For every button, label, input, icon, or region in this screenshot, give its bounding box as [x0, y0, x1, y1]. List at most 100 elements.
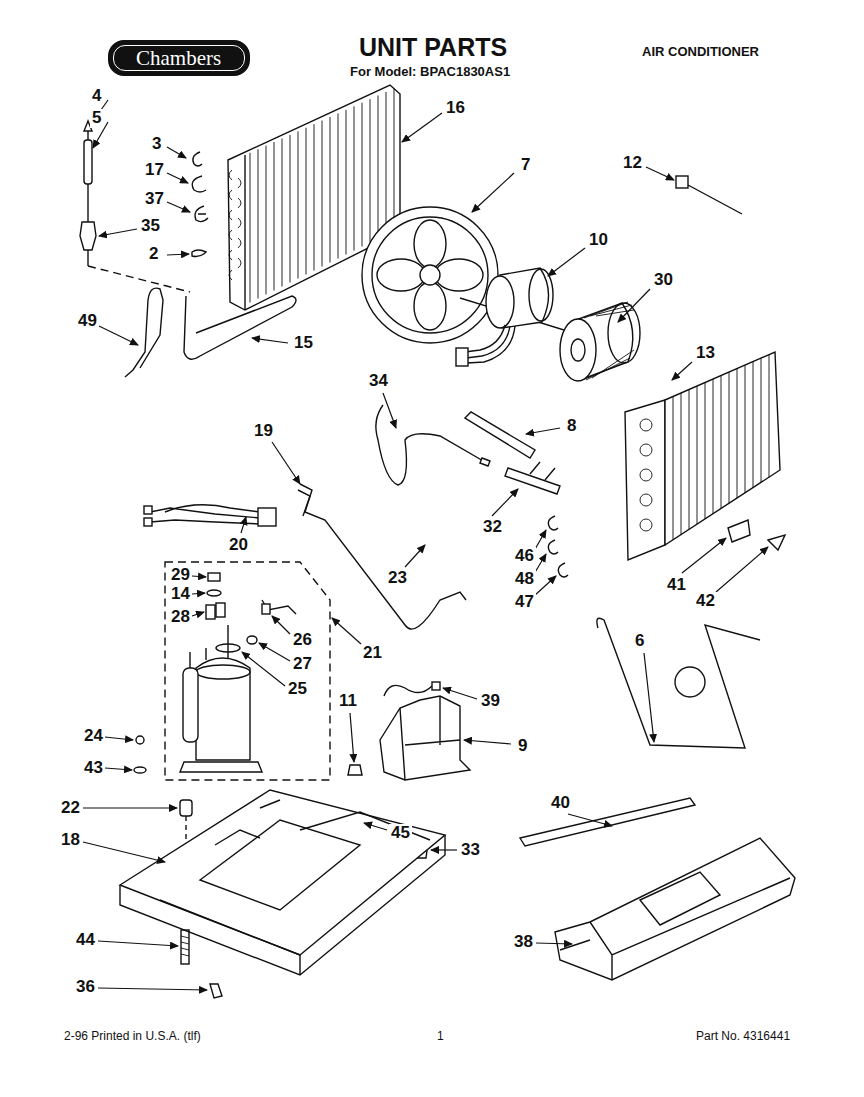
- compressor-group: [208, 573, 220, 581]
- tubing: [125, 288, 163, 377]
- tubing: [480, 458, 490, 466]
- clips: [558, 563, 568, 577]
- leader-lines: [350, 713, 354, 762]
- mounting-hardware: [384, 685, 432, 696]
- leader-lines: [716, 547, 768, 592]
- compressor-group: [136, 736, 144, 744]
- compressor-group: [134, 562, 330, 780]
- tie-strap: [688, 185, 742, 214]
- fan-motor: [529, 269, 553, 321]
- brackets: [728, 520, 785, 550]
- callout-number: 33: [459, 841, 482, 860]
- leader-lines: [568, 814, 612, 826]
- compressor-group: [183, 668, 198, 742]
- coil-clips: [195, 206, 208, 222]
- leader-lines: [105, 768, 132, 770]
- callout-number: 15: [292, 334, 315, 353]
- compressor-group: [262, 604, 270, 614]
- callout-number: 13: [694, 344, 717, 363]
- condenser-coil: [244, 155, 245, 310]
- compressor-group: [196, 658, 250, 760]
- fan-shroud: [362, 207, 498, 343]
- brand-name: Chambers: [136, 48, 221, 69]
- coil-clips: [193, 152, 202, 166]
- base-pan: [200, 820, 360, 910]
- leader-lines: [405, 545, 425, 567]
- callout-number: 11: [337, 692, 359, 711]
- compressor-group: [247, 636, 257, 644]
- rods: [465, 412, 535, 458]
- plate-and-tray: [555, 838, 795, 980]
- leader-lines: [272, 616, 290, 634]
- callout-number: 12: [621, 154, 644, 173]
- blower-wheel: [560, 302, 640, 381]
- brand-logo: Chambers: [108, 40, 250, 76]
- fan-shroud: [420, 265, 440, 285]
- leader-lines: [383, 393, 396, 428]
- leader-lines: [644, 653, 654, 742]
- evaporator-coil: [625, 352, 780, 560]
- callout-number: 18: [59, 831, 82, 850]
- callout-number: 21: [361, 644, 384, 663]
- plate-and-tray: [520, 798, 695, 846]
- compressor-group: [206, 605, 215, 619]
- thermistor: [80, 121, 190, 292]
- compressor-group: [207, 590, 221, 596]
- leader-lines: [272, 442, 300, 484]
- mounting-hardware: [181, 936, 189, 956]
- leader-lines: [241, 517, 246, 533]
- wire-harness: [144, 506, 152, 514]
- callout-number: 14: [169, 585, 192, 604]
- callout-number: 28: [169, 608, 192, 627]
- brackets: [728, 520, 750, 542]
- leader-lines: [167, 202, 190, 212]
- wire-harness: [150, 505, 260, 524]
- fan-motor: [465, 325, 515, 363]
- coil-clips: [192, 250, 206, 257]
- leader-lines: [548, 248, 585, 276]
- header-text: AIR CONDITIONER: [640, 45, 761, 59]
- callout-number: 36: [74, 978, 97, 997]
- callout-number: 24: [82, 727, 105, 746]
- callout-number: 37: [143, 190, 166, 209]
- callout-number: 19: [252, 422, 275, 441]
- evaporator-coil: [640, 419, 652, 531]
- leader-lines: [192, 612, 204, 616]
- fan-shroud: [377, 259, 425, 291]
- callout-number: 26: [291, 631, 314, 650]
- leader-lines: [492, 489, 518, 516]
- leader-lines: [242, 652, 285, 686]
- mounting-hardware: [180, 800, 192, 816]
- callout-number: 3: [150, 135, 163, 154]
- callout-number: 22: [59, 799, 82, 818]
- compressor-group: [190, 648, 206, 668]
- compressor-group: [134, 767, 146, 773]
- fan-shroud: [362, 207, 498, 343]
- compressor-group: [180, 762, 262, 772]
- base-pan: [120, 835, 445, 975]
- leader-lines: [534, 576, 556, 596]
- compressor-group: [196, 665, 250, 679]
- tubing: [300, 484, 466, 629]
- compressor-group: [262, 600, 296, 614]
- mounting-hardware: [380, 696, 470, 780]
- tubing: [184, 296, 296, 359]
- brackets: [768, 535, 785, 550]
- thermistor: [84, 140, 92, 184]
- callout-number: 38: [512, 933, 535, 952]
- callout-number: 16: [444, 99, 467, 118]
- base-pan: [120, 790, 445, 955]
- blower-wheel: [560, 319, 596, 381]
- tie-strap: [676, 176, 688, 188]
- leader-lines: [167, 147, 186, 158]
- plate-and-tray: [560, 872, 790, 980]
- leader-lines: [536, 943, 572, 944]
- coil-clips: [192, 176, 206, 192]
- callout-number: 9: [516, 737, 529, 756]
- thermistor: [87, 250, 88, 266]
- thermistor: [88, 266, 190, 292]
- coil-clips: [192, 152, 208, 257]
- leader-lines: [83, 807, 177, 808]
- clips: [548, 516, 558, 530]
